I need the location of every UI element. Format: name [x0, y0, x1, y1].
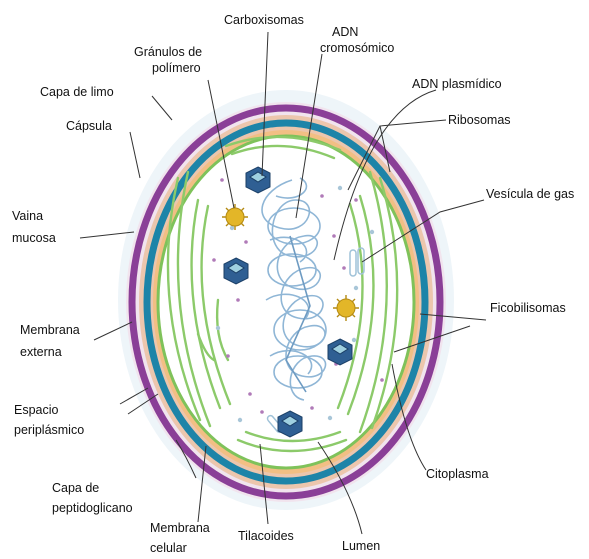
label-periplasmic-space-line2: periplásmico	[14, 423, 84, 437]
label-mucous-sheath-line2: mucosa	[12, 231, 56, 245]
label-outer-membrane-line1: Membrana	[20, 323, 80, 337]
label-outer-membrane-line2: externa	[20, 345, 62, 359]
label-chromosomal-dna-line2: cromosómico	[320, 41, 394, 55]
label-cytoplasm: Citoplasma	[426, 467, 489, 481]
label-gas-vesicle: Vesícula de gas	[486, 187, 574, 201]
label-carboxysomes: Carboxisomas	[224, 13, 304, 27]
label-chromosomal-dna-line1: ADN	[332, 25, 358, 39]
label-phycobilisomes: Ficobilisomas	[490, 301, 566, 315]
label-cell-membrane-line2: celular	[150, 541, 187, 555]
label-plasmid-dna: ADN plasmídico	[412, 77, 502, 91]
label-lumen: Lumen	[342, 539, 380, 553]
label-thylakoids: Tilacoides	[238, 529, 294, 543]
label-polymer-granules-line1: Gránulos de	[134, 45, 202, 59]
label-periplasmic-space-line1: Espacio	[14, 403, 59, 417]
label-ribosomes: Ribosomas	[448, 113, 511, 127]
label-mucous-sheath-line1: Vaina	[12, 209, 43, 223]
label-polymer-granules-line2: polímero	[152, 61, 201, 75]
label-peptidoglycan-line1: Capa de	[52, 481, 99, 495]
label-capsule: Cápsula	[66, 119, 112, 133]
label-peptidoglycan-line2: peptidoglicano	[52, 501, 133, 515]
label-slime-layer: Capa de limo	[40, 85, 114, 99]
label-cell-membrane-line1: Membrana	[150, 521, 210, 535]
